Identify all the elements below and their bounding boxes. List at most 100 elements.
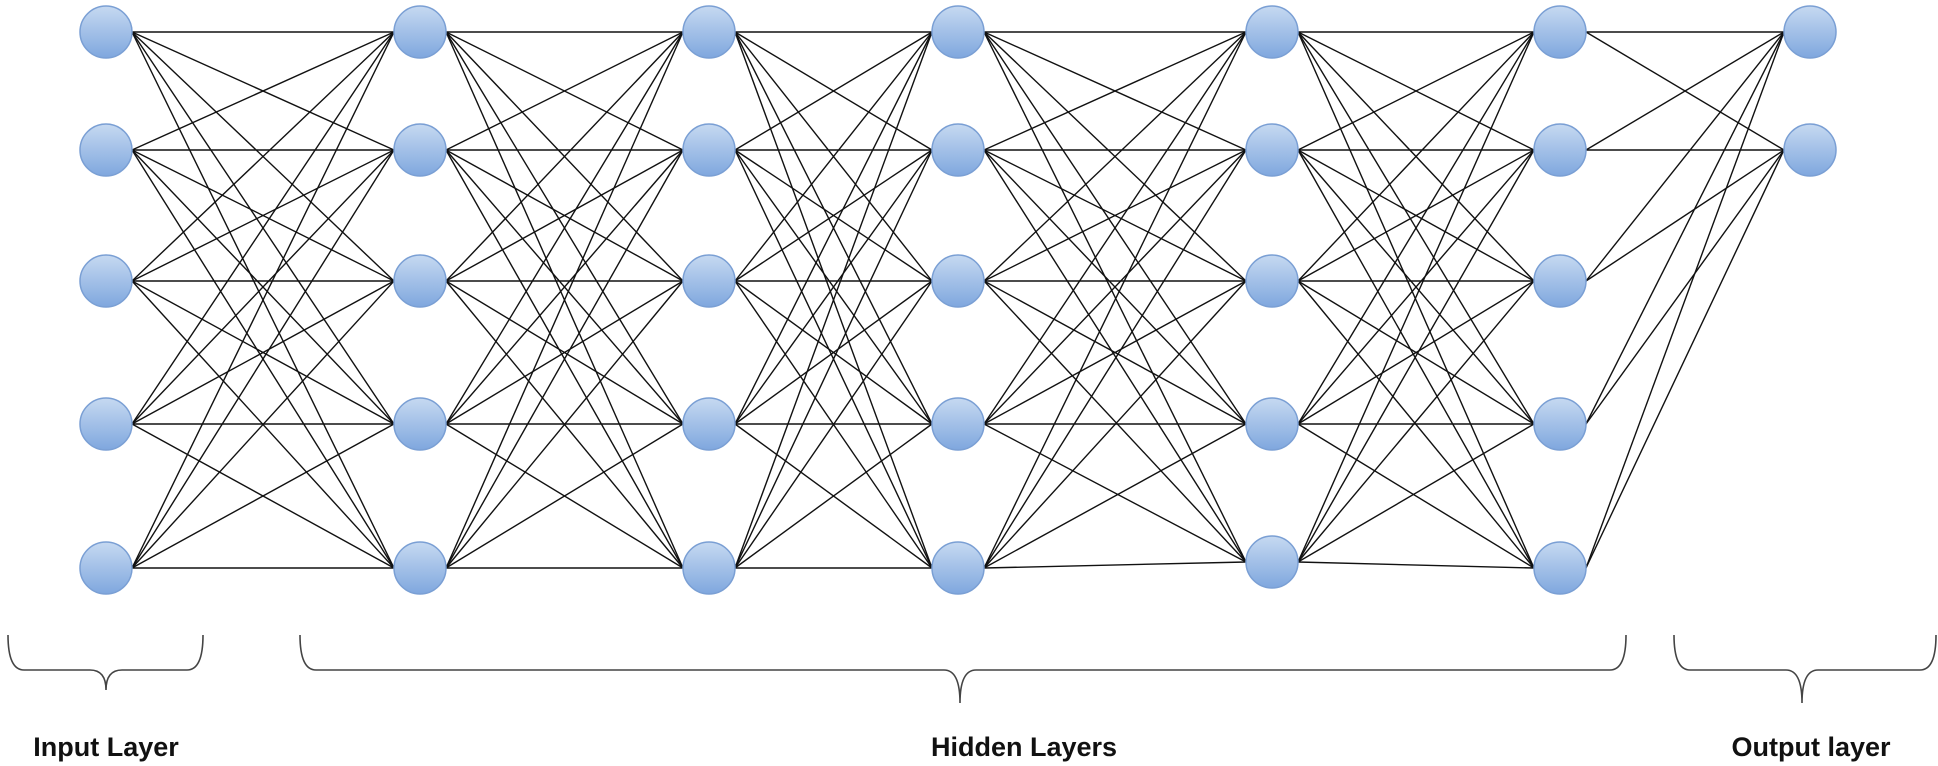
connection-hidden-1-4-to-hidden-2-3	[445, 280, 684, 425]
connection-hidden-4-1-to-hidden-5-5	[1297, 31, 1535, 569]
connection-input-4-to-hidden-1-2	[131, 149, 395, 425]
connection-hidden-5-3-to-output-2	[1585, 149, 1785, 282]
connection-hidden-1-3-to-hidden-2-1	[445, 31, 684, 282]
connection-hidden-4-4-to-hidden-5-5	[1297, 423, 1535, 569]
neuron-input-2	[79, 123, 133, 177]
neuron-input-5	[79, 541, 133, 595]
connection-hidden-3-5-to-hidden-4-1	[983, 31, 1247, 569]
connection-hidden-2-4-to-hidden-3-3	[734, 280, 933, 425]
neuron-hidden-1-4	[393, 397, 447, 451]
neuron-hidden-4-4	[1245, 397, 1299, 451]
connection-hidden-4-5-to-hidden-5-5	[1297, 561, 1535, 569]
neuron-hidden-5-3	[1533, 254, 1587, 308]
connection-hidden-2-3-to-hidden-3-2	[734, 149, 933, 282]
neuron-hidden-4-2	[1245, 123, 1299, 177]
neuron-hidden-1-3	[393, 254, 447, 308]
connection-hidden-2-4-to-hidden-3-1	[734, 31, 933, 425]
connection-hidden-5-3-to-output-1	[1585, 31, 1785, 282]
connection-input-4-to-hidden-1-3	[131, 280, 395, 425]
hidden-layers-label: Hidden Layers	[931, 732, 1117, 762]
connection-input-5-to-hidden-1-3	[131, 280, 395, 569]
connection-hidden-4-5-to-hidden-5-1	[1297, 31, 1535, 563]
connection-hidden-1-5-to-hidden-2-3	[445, 280, 684, 569]
neuron-hidden-3-1	[931, 5, 985, 59]
connection-hidden-4-2-to-hidden-5-1	[1297, 31, 1535, 151]
neuron-hidden-3-3	[931, 254, 985, 308]
connection-hidden-3-5-to-hidden-4-2	[983, 149, 1247, 569]
connection-hidden-4-3-to-hidden-5-1	[1297, 31, 1535, 282]
connection-hidden-2-4-to-hidden-3-2	[734, 149, 933, 425]
layer-brackets	[7, 634, 1937, 704]
neuron-hidden-3-4	[931, 397, 985, 451]
connection-hidden-3-2-to-hidden-4-5	[983, 149, 1247, 563]
neuron-hidden-1-1	[393, 5, 447, 59]
connection-hidden-3-4-to-hidden-4-1	[983, 31, 1247, 425]
connection-hidden-2-5-to-hidden-3-4	[734, 423, 933, 569]
neuron-hidden-1-2	[393, 123, 447, 177]
neuron-hidden-5-1	[1533, 5, 1587, 59]
output-layer-bracket	[1673, 634, 1937, 704]
connection-hidden-1-3-to-hidden-2-2	[445, 149, 684, 282]
connection-hidden-1-5-to-hidden-2-2	[445, 149, 684, 569]
connection-hidden-3-3-to-hidden-4-2	[983, 149, 1247, 282]
neuron-hidden-2-5	[682, 541, 736, 595]
connection-input-3-to-hidden-1-1	[131, 31, 395, 282]
connection-hidden-5-4-to-output-2	[1585, 149, 1785, 425]
connection-hidden-3-4-to-hidden-4-5	[983, 423, 1247, 563]
connection-hidden-3-2-to-hidden-4-1	[983, 31, 1247, 151]
neuron-hidden-1-5	[393, 541, 447, 595]
connection-hidden-4-2-to-hidden-5-5	[1297, 149, 1535, 569]
connections-group	[131, 31, 1785, 569]
input-layer-label: Input Layer	[33, 732, 179, 762]
connection-hidden-5-5-to-output-1	[1585, 31, 1785, 569]
neuron-input-1	[79, 5, 133, 59]
neuron-hidden-3-2	[931, 123, 985, 177]
connection-hidden-2-5-to-hidden-3-2	[734, 149, 933, 569]
connection-hidden-4-4-to-hidden-5-3	[1297, 280, 1535, 425]
connection-hidden-5-5-to-output-2	[1585, 149, 1785, 569]
connection-hidden-5-2-to-output-1	[1585, 31, 1785, 151]
connection-hidden-2-5-to-hidden-3-3	[734, 280, 933, 569]
connection-input-3-to-hidden-1-2	[131, 149, 395, 282]
neuron-hidden-3-5	[931, 541, 985, 595]
connection-hidden-1-2-to-hidden-2-1	[445, 31, 684, 151]
connection-hidden-3-4-to-hidden-4-2	[983, 149, 1247, 425]
neuron-input-4	[79, 397, 133, 451]
connection-hidden-4-4-to-hidden-5-2	[1297, 149, 1535, 425]
neuron-hidden-2-3	[682, 254, 736, 308]
connection-hidden-1-5-to-hidden-2-4	[445, 423, 684, 569]
connection-hidden-4-5-to-hidden-5-3	[1297, 280, 1535, 563]
neuron-hidden-2-4	[682, 397, 736, 451]
connection-input-4-to-hidden-1-1	[131, 31, 395, 425]
neuron-hidden-5-4	[1533, 397, 1587, 451]
neuron-hidden-5-2	[1533, 123, 1587, 177]
neuron-hidden-2-2	[682, 123, 736, 177]
connection-hidden-3-3-to-hidden-4-5	[983, 280, 1247, 563]
connection-hidden-3-1-to-hidden-4-5	[983, 31, 1247, 563]
connection-hidden-4-5-to-hidden-5-4	[1297, 423, 1535, 563]
connection-hidden-3-3-to-hidden-4-1	[983, 31, 1247, 282]
connection-hidden-1-4-to-hidden-2-1	[445, 31, 684, 425]
connection-input-5-to-hidden-1-4	[131, 423, 395, 569]
connection-hidden-2-5-to-hidden-3-1	[734, 31, 933, 569]
connection-hidden-2-2-to-hidden-3-1	[734, 31, 933, 151]
connection-hidden-3-5-to-hidden-4-3	[983, 280, 1247, 569]
connection-input-5-to-hidden-1-2	[131, 149, 395, 569]
connection-hidden-5-4-to-output-1	[1585, 31, 1785, 425]
connection-hidden-4-5-to-hidden-5-2	[1297, 149, 1535, 563]
neuron-output-2	[1783, 123, 1837, 177]
connection-hidden-2-3-to-hidden-3-1	[734, 31, 933, 282]
input-layer-bracket	[7, 634, 204, 691]
output-layer-label: Output layer	[1731, 732, 1891, 762]
neuron-hidden-4-5	[1245, 535, 1299, 589]
neuron-output-1	[1783, 5, 1837, 59]
connection-hidden-3-5-to-hidden-4-4	[983, 423, 1247, 569]
neuron-hidden-2-1	[682, 5, 736, 59]
neuron-hidden-5-5	[1533, 541, 1587, 595]
connection-hidden-1-5-to-hidden-2-1	[445, 31, 684, 569]
connection-hidden-4-4-to-hidden-5-1	[1297, 31, 1535, 425]
connection-input-5-to-hidden-1-1	[131, 31, 395, 569]
neuron-hidden-4-1	[1245, 5, 1299, 59]
neuron-hidden-4-3	[1245, 254, 1299, 308]
